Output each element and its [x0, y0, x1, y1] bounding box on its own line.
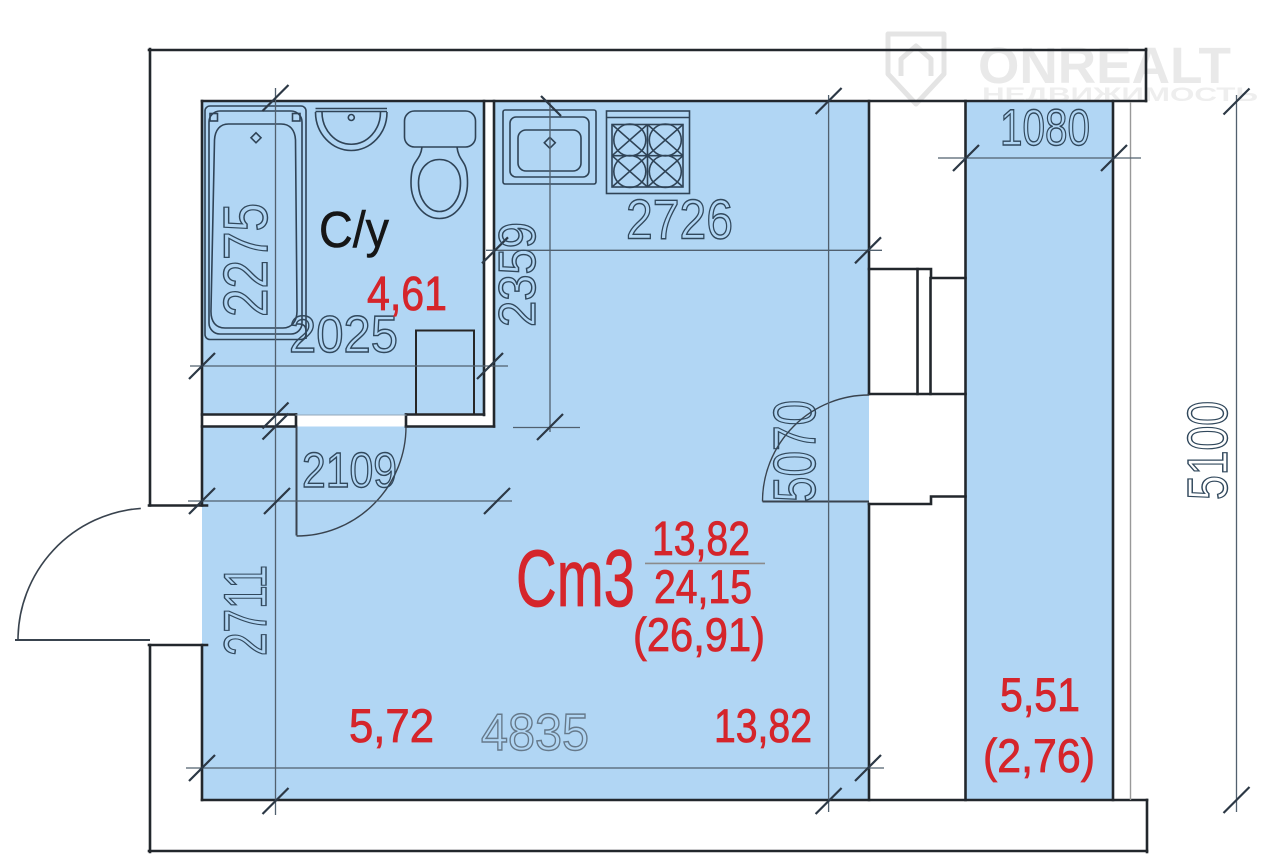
svg-text:4835: 4835	[481, 704, 589, 762]
svg-text:2359: 2359	[489, 222, 547, 327]
svg-text:2025: 2025	[289, 306, 398, 364]
svg-text:5,72: 5,72	[349, 699, 434, 752]
svg-text:2711: 2711	[212, 565, 279, 656]
svg-text:2109: 2109	[302, 444, 397, 498]
svg-text:(26,91): (26,91)	[633, 608, 765, 661]
svg-text:24,15: 24,15	[654, 560, 752, 613]
svg-text:2726: 2726	[626, 187, 733, 250]
svg-text:С/у: С/у	[319, 201, 389, 258]
svg-text:13,82: 13,82	[652, 513, 750, 566]
svg-text:ONREALT: ONREALT	[978, 37, 1231, 94]
svg-text:(2,76): (2,76)	[983, 729, 1095, 782]
svg-text:1080: 1080	[1000, 99, 1090, 156]
svg-text:5070: 5070	[762, 400, 828, 502]
svg-text:13,82: 13,82	[714, 699, 812, 752]
svg-text:2275: 2275	[212, 203, 281, 317]
svg-text:5100: 5100	[1176, 401, 1240, 500]
svg-text:5,51: 5,51	[1000, 668, 1080, 721]
svg-text:4,61: 4,61	[367, 268, 447, 321]
svg-text:Cm3: Cm3	[516, 534, 635, 624]
